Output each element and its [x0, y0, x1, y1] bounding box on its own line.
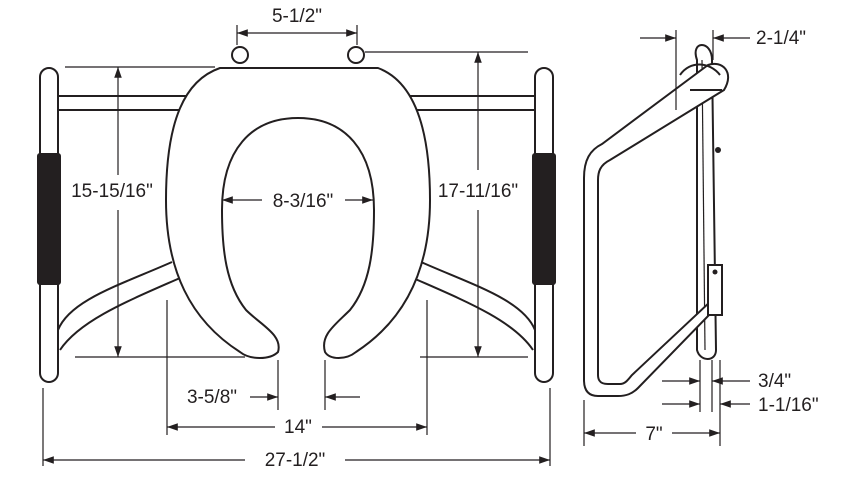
mount-bracket: [707, 264, 723, 316]
hinge-spacing-label: 5-1/2": [272, 6, 322, 27]
overall-width-label: 27-1/2": [265, 450, 326, 471]
seat-length-right-label: 17-11/16": [438, 181, 518, 202]
bar-offset-label: 1-1/16": [758, 395, 819, 416]
left-grip-pad: [37, 153, 61, 285]
seat-length-left-label: 15-15/16": [71, 181, 153, 202]
seat-thickness-label: 3/4": [758, 371, 791, 392]
top-offset-label: 2-1/4": [756, 28, 806, 49]
seat: [164, 67, 432, 359]
side-grab-bar: [583, 62, 730, 397]
side-dimension-lines: [583, 30, 750, 446]
top-crossbars: [58, 95, 535, 111]
right-strut: [412, 261, 536, 351]
side-view: 2-1/4" 3/4" 1-1/16" 7": [583, 28, 819, 446]
left-strut: [57, 261, 181, 351]
right-grip-pad: [532, 153, 556, 285]
depth-label: 7": [645, 424, 662, 445]
dimension-lines: [42, 25, 551, 466]
seat-width-label: 14": [284, 417, 312, 438]
left-hinge: [231, 46, 249, 64]
front-gap-label: 3-5/8": [187, 387, 237, 408]
front-view: 5-1/2" 15-15/16" 8-3/16" 17-11/16" 3-5/8…: [37, 6, 556, 471]
right-hinge: [347, 46, 365, 64]
opening-width-label: 8-3/16": [273, 191, 334, 212]
frame: [37, 67, 556, 383]
